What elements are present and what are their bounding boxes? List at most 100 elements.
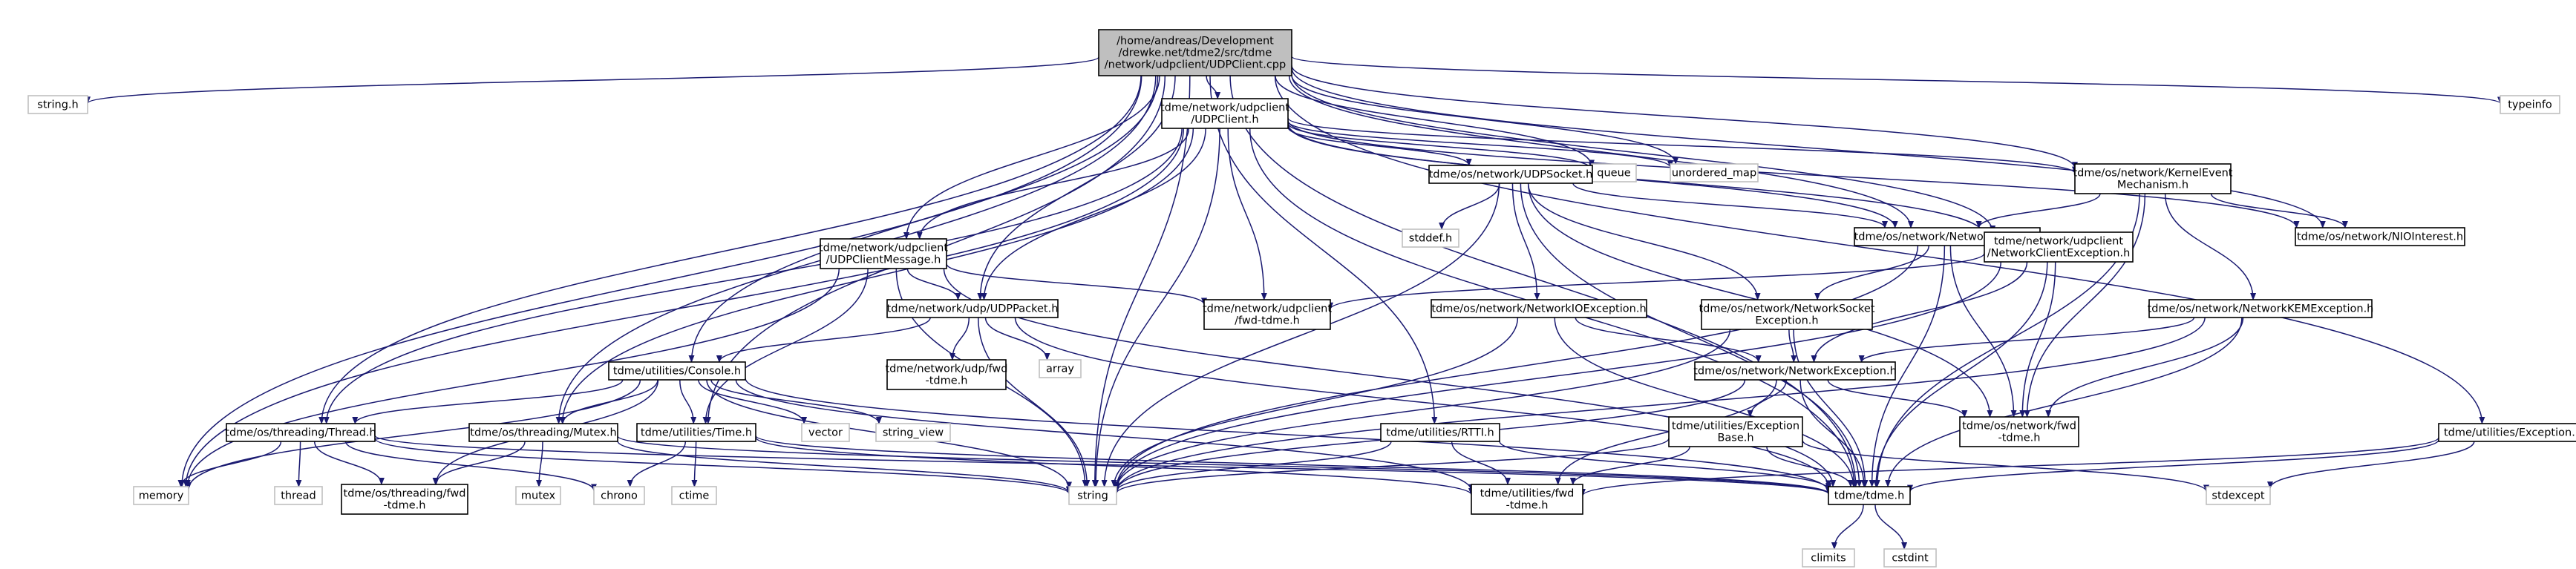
node-tdme-utilities-time-h[interactable]: tdme/utilities/Time.h [636, 423, 756, 442]
node-stdexcept: stdexcept [2206, 486, 2271, 505]
node-box [1959, 416, 2079, 447]
edge-ucmsg-to-memory [184, 268, 840, 487]
edge-nkemex-to-netfwd [2045, 317, 2244, 418]
node-label: unordered_map [1672, 168, 1756, 180]
node-box [1098, 29, 1292, 76]
edge-nkemex-to-tdmeh [1885, 317, 2243, 487]
node-array: array [1039, 359, 1082, 378]
edge-root-to-queue [1275, 75, 1595, 168]
node-box [2206, 486, 2271, 505]
node-box [820, 238, 947, 269]
node-tdme-os-threading-thread-h[interactable]: tdme/os/threading/Thread.h [225, 423, 376, 442]
edge-exbase-to-tdmeh [1766, 446, 1854, 487]
edge-kem-to-netsocket [1975, 193, 2101, 228]
edge-tdmeh-to-climits [1831, 504, 1864, 550]
node-box [593, 486, 645, 505]
node-box [1471, 484, 1583, 515]
node-label: string_view [883, 427, 944, 439]
edge-root-to-nioint [1291, 68, 2326, 228]
edge-udpclienth-to-ucmsg [916, 128, 1190, 240]
node-label: memory [139, 490, 184, 502]
node-home-andreas-development-drewke-net-tdme2-src-tdme-network-udpclient-udpclient-cpp[interactable]: /home/andreas/Development/drewke.net/tdm… [1098, 29, 1292, 76]
node-box [1701, 299, 1873, 330]
node-tdme-network-udpclient-udpclientmessage-h[interactable]: tdme/network/udpclient/UDPClientMessage.… [819, 238, 948, 269]
edge-root-to-udpclienth [1206, 75, 1221, 99]
node-tdme-network-udp-fwd-tdme-h[interactable]: tdme/network/udp/fwd-tdme.h [886, 359, 1008, 390]
node-tdme-os-network-niointerest-h[interactable]: tdme/os/network/NIOInterest.h [2295, 227, 2465, 246]
node-tdme-os-network-fwd-tdme-h[interactable]: tdme/os/network/fwd-tdme.h [1959, 416, 2079, 447]
node-tdme-utilities-fwd-tdme-h[interactable]: tdme/utilities/fwd-tdme.h [1471, 484, 1583, 515]
node-tdme-network-udpclient-udpclient-h[interactable]: tdme/network/udpclient/UDPClient.h [1160, 98, 1289, 129]
node-tdme-os-threading-mutex-h[interactable]: tdme/os/threading/Mutex.h [468, 423, 618, 442]
node-label: typeinfo [2508, 99, 2552, 111]
node-label: string.h [37, 99, 78, 111]
node-label: /drewke.net/tdme2/src/tdme [1119, 47, 1272, 59]
node-box [671, 486, 717, 505]
node-tdme-utilities-console-h[interactable]: tdme/utilities/Console.h [608, 361, 746, 381]
node-box [1402, 228, 1459, 248]
node-label: stdexcept [2211, 490, 2265, 502]
node-box [875, 423, 951, 442]
node-label: tdme/tdme.h [1834, 490, 1905, 502]
node-tdme-utilities-rtti-h[interactable]: tdme/utilities/RTTI.h [1380, 423, 1500, 442]
edge-root-to-memory [179, 75, 1142, 487]
node-box [2438, 423, 2576, 442]
node-box [1068, 486, 1117, 505]
edge-udpclienth-to-thread [323, 128, 1183, 424]
node-label: array [1046, 364, 1074, 375]
node-box [2295, 227, 2465, 246]
node-label: /NetworkClientException.h [1987, 248, 2131, 260]
node-tdme-os-network-udpsocket-h[interactable]: tdme/os/network/UDPSocket.h [1428, 165, 1593, 184]
node-tdme-os-threading-fwd-tdme-h[interactable]: tdme/os/threading/fwd-tdme.h [341, 484, 468, 515]
edge-nkemex-to-string [1114, 317, 2206, 493]
node-box [133, 486, 189, 505]
node-tdme-network-udpclient-fwd-tdme-h[interactable]: tdme/network/udpclient/fwd-tdme.h [1203, 299, 1332, 330]
edge-udpsocket-to-string [1101, 182, 1500, 487]
node-box [1428, 165, 1593, 184]
node-tdme-os-network-networkioexception-h[interactable]: tdme/os/network/NetworkIOException.h [1431, 299, 1647, 318]
edge-udppacket-to-udpfwd [949, 317, 970, 361]
node-tdme-tdme-h[interactable]: tdme/tdme.h [1828, 486, 1911, 505]
node-tdme-utilities-exception-h[interactable]: tdme/utilities/Exception.h [2438, 423, 2576, 442]
node-unordered-map: unordered_map [1670, 163, 1759, 182]
edge-root-to-string [1091, 75, 1191, 487]
node-label: tdme/os/threading/Thread.h [225, 427, 376, 439]
edge-root-to-ucmsg [903, 75, 1160, 240]
node-label: Exception.h [1755, 315, 1818, 327]
node-label: tdme/utilities/Exception.h [2444, 427, 2576, 439]
node-box [1431, 299, 1647, 318]
edge-root-to-udppacket [977, 75, 1176, 300]
node-tdme-network-udpclient-networkclientexception-h[interactable]: tdme/network/udpclient/NetworkClientExce… [1984, 231, 2134, 263]
edge-udppacket-to-console [716, 317, 931, 363]
node-label: tdme/os/network/fwd [1962, 421, 2076, 432]
node-tdme-os-network-networkexception-h[interactable]: tdme/os/network/NetworkException.h [1693, 361, 1897, 381]
node-tdme-os-network-networkkemexception-h[interactable]: tdme/os/network/NetworkKEMException.h [2148, 299, 2374, 318]
edge-tdmeh-to-cstdint [1874, 504, 1908, 550]
node-label: tdme/os/network/NIOInterest.h [2297, 231, 2463, 243]
node-label: cstdint [1892, 553, 1929, 565]
edge-thread-to-thrfwd [313, 441, 385, 485]
edge-console-to-time [679, 379, 697, 424]
node-label: tdme/network/udpclient [1994, 236, 2123, 248]
node-label: /UDPClientMessage.h [826, 254, 941, 266]
edge-udpsocket-to-nsockex [1527, 182, 1761, 300]
edge-exception-to-utilfwd [1580, 437, 2439, 496]
edge-udpclienth-to-string [1093, 128, 1220, 487]
edge-time-to-chrono [627, 441, 687, 487]
node-box [886, 299, 1059, 318]
node-label: -tdme.h [926, 375, 968, 387]
node-label: string [1077, 490, 1108, 502]
node-tdme-network-udp-udppacket-h[interactable]: tdme/network/udp/UDPPacket.h [886, 299, 1059, 318]
node-box [226, 423, 376, 442]
edge-netex-to-tdmeh [1799, 379, 1867, 487]
edge-udpclienth-to-nioint [1287, 119, 2300, 228]
edge-kem-to-nioint [2210, 193, 2348, 228]
node-label: tdme/network/udp/fwd [886, 364, 1008, 375]
edge-netex-to-utilfwd [1555, 379, 1777, 485]
edge-ncex-to-tdmeh [1873, 261, 2048, 487]
node-box [1161, 98, 1289, 129]
node-typeinfo: typeinfo [2500, 95, 2560, 114]
